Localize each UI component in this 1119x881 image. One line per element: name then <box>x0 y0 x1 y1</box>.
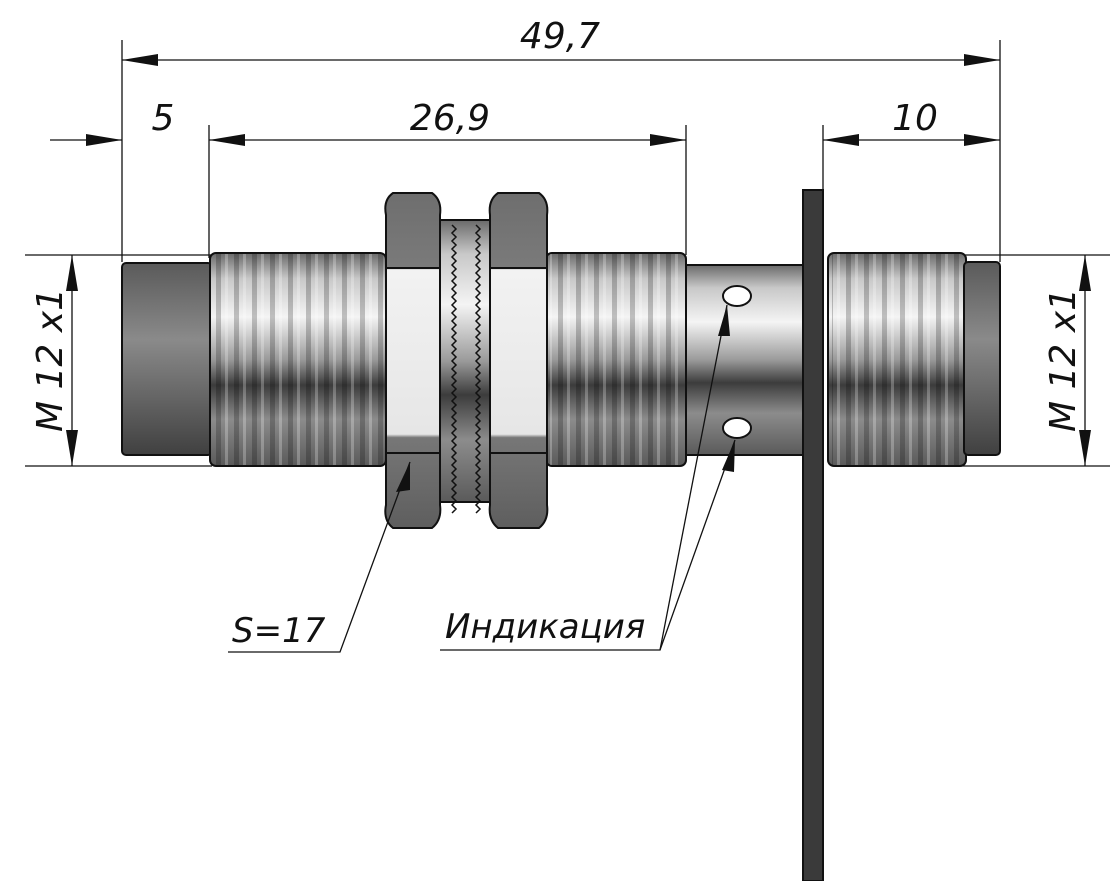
leader-lines <box>228 304 736 653</box>
dim-front-cap: 5 <box>152 98 175 139</box>
dim-overall-length: 49,7 <box>520 16 600 57</box>
washer <box>439 219 491 503</box>
nut-size-label: S=17 <box>232 611 326 651</box>
dim-rear-thread: 10 <box>892 98 938 139</box>
dim-thread-length: 26,9 <box>410 98 490 139</box>
rear-cap <box>963 261 1001 456</box>
nut-rear <box>488 192 549 529</box>
indicator-led-bottom <box>722 417 752 439</box>
dimension-lines <box>50 54 1091 466</box>
indicator-led-top <box>722 285 752 307</box>
indication-label: Индикация <box>445 607 645 647</box>
nut-front <box>384 192 442 529</box>
mounting-panel <box>802 189 824 881</box>
dim-thread-left: M 12 x1 <box>30 288 71 432</box>
dim-thread-right: M 12 x1 <box>1043 288 1084 432</box>
sensor-body <box>121 189 1001 881</box>
front-cap <box>121 262 213 456</box>
